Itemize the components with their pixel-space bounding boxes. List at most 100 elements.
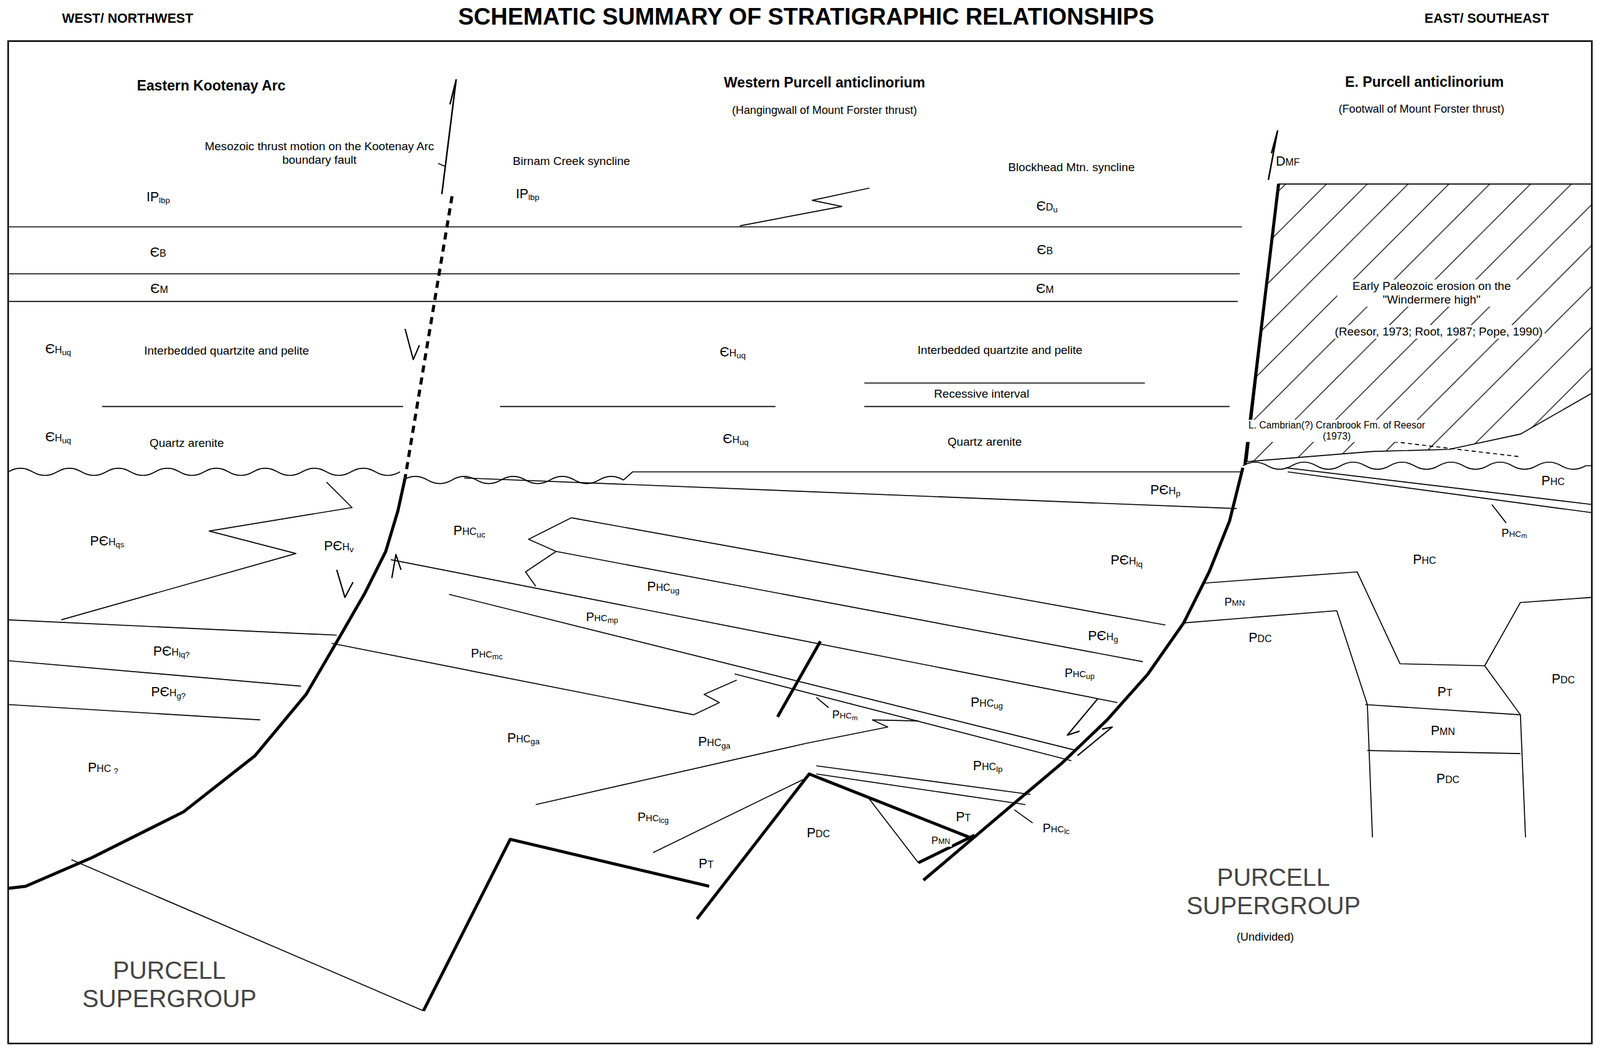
unit-symbol: PDC bbox=[1246, 630, 1274, 646]
symbol-part: H bbox=[732, 433, 740, 445]
unit-symbol: DMF bbox=[1273, 153, 1302, 170]
symbol-part: MF bbox=[1285, 156, 1300, 168]
unit-symbol: IPlbp bbox=[513, 186, 541, 202]
unit-symbol: ЄHuq bbox=[43, 428, 73, 445]
annotation: Mesozoic thrust motion on the Kootenay A… bbox=[200, 139, 439, 167]
unit-symbol: ЄM bbox=[148, 281, 170, 297]
symbol-part: B bbox=[1046, 244, 1053, 256]
symbol-part: ug bbox=[993, 700, 1004, 711]
symbol-part: MN bbox=[938, 837, 951, 847]
symbol-part: MN bbox=[1232, 598, 1245, 608]
symbol-part: mp bbox=[607, 615, 618, 624]
facies-zigzag bbox=[739, 188, 870, 226]
symbol-part: P bbox=[507, 729, 516, 745]
annotation: Interbedded quartzite and pelite bbox=[142, 344, 311, 358]
symbol-part: uq bbox=[62, 435, 72, 445]
symbol-part: P bbox=[931, 835, 939, 847]
fault-line bbox=[404, 196, 452, 479]
unit-symbol: PMN bbox=[929, 835, 952, 847]
symbol-part: up bbox=[1086, 671, 1095, 680]
symbol-part: HC bbox=[707, 736, 722, 748]
strata-line bbox=[331, 477, 1237, 853]
symbol-part: HC bbox=[1421, 553, 1436, 565]
diagram-title: SCHEMATIC SUMMARY OF STRATIGRAPHIC RELAT… bbox=[456, 3, 1156, 31]
symbol-part: PЄ bbox=[1110, 552, 1130, 568]
symbol-part: lq bbox=[1136, 558, 1143, 568]
fault-line bbox=[8, 477, 405, 888]
symbol-part: ga bbox=[721, 740, 731, 750]
symbol-part: HC bbox=[1508, 528, 1522, 538]
symbol-part: DC bbox=[1444, 773, 1460, 785]
symbol-part: P bbox=[1064, 665, 1073, 679]
unit-symbol: ЄB bbox=[148, 244, 168, 260]
frame bbox=[8, 41, 1592, 1044]
symbol-part: HC bbox=[594, 611, 608, 623]
annotation: PURCELL SUPERGROUP bbox=[1154, 863, 1392, 920]
fault-line bbox=[923, 184, 1279, 880]
symbol-part: P bbox=[970, 693, 980, 709]
symbol-part: P bbox=[1042, 820, 1051, 834]
symbol-part: Є bbox=[720, 344, 730, 360]
symbol-part: P bbox=[647, 578, 656, 594]
strata-line bbox=[8, 227, 1242, 302]
unit-symbol: PHCug bbox=[645, 579, 682, 595]
unit-symbol: PHC ? bbox=[86, 760, 121, 776]
unit-symbol: PHCm bbox=[830, 707, 860, 721]
symbol-part: g? bbox=[176, 690, 186, 700]
unit-symbol: PT bbox=[696, 855, 716, 871]
strata-line bbox=[1183, 467, 1592, 837]
symbol-part: Є bbox=[1036, 198, 1047, 214]
symbol-part: lbp bbox=[528, 192, 540, 202]
symbol-part: Є bbox=[150, 280, 160, 296]
symbol-part: lcg bbox=[659, 815, 669, 824]
symbol-part: H bbox=[171, 646, 180, 658]
symbol-part: P bbox=[972, 756, 982, 773]
symbol-part: H bbox=[1168, 484, 1176, 496]
symbol-part: H bbox=[342, 540, 350, 552]
symbol-part: HC bbox=[1550, 475, 1565, 487]
unit-symbol: PHClc bbox=[1040, 820, 1072, 835]
symbol-part: PЄ bbox=[323, 537, 343, 554]
symbol-part: lp bbox=[996, 764, 1003, 774]
symbol-part: HC bbox=[96, 762, 114, 774]
symbol-part: P bbox=[1248, 629, 1258, 645]
annotation: Quartz arenite bbox=[147, 436, 226, 450]
symbol-part: PЄ bbox=[153, 643, 172, 659]
symbol-part: P bbox=[637, 809, 646, 823]
symbol-part: mc bbox=[492, 652, 503, 661]
symbol-part: Є bbox=[150, 243, 160, 260]
symbol-part: M bbox=[160, 283, 168, 295]
annotation: E. Purcell anticlinorium bbox=[1343, 73, 1506, 90]
annotation: EAST/ SOUTHEAST bbox=[1422, 10, 1551, 26]
fault-line bbox=[423, 641, 975, 1011]
unconformity bbox=[403, 471, 1242, 484]
unit-symbol: PDC bbox=[804, 825, 832, 841]
symbol-part: H bbox=[1106, 630, 1114, 642]
symbol-part: P bbox=[698, 854, 708, 871]
symbol-part: HC bbox=[1051, 822, 1065, 834]
symbol-part: M bbox=[1045, 283, 1054, 295]
leader-line bbox=[433, 161, 1507, 823]
symbol-part: P bbox=[1551, 670, 1560, 686]
symbol-part: P bbox=[806, 824, 816, 840]
symbol-part: p bbox=[1176, 488, 1181, 498]
unit-symbol: PЄHlq? bbox=[151, 643, 192, 660]
annotation: L. Cambrian(?) Cranbrook Fm. of Reesor (… bbox=[1242, 419, 1431, 442]
unit-symbol: ЄHuq bbox=[721, 431, 751, 447]
unit-symbol: PHCup bbox=[1062, 665, 1097, 680]
symbol-part: PЄ bbox=[1088, 627, 1107, 644]
symbol-part: PЄ bbox=[89, 532, 109, 548]
unit-symbol: ЄB bbox=[1035, 242, 1055, 258]
annotation: (Reesor, 1973; Root, 1987; Pope, 1990) bbox=[1332, 324, 1545, 339]
symbol-part: m bbox=[851, 713, 858, 721]
unit-symbol: ЄHuq bbox=[43, 341, 73, 357]
unit-symbol: PHCmc bbox=[468, 646, 504, 661]
unit-symbol: PЄHp bbox=[1148, 482, 1183, 498]
unit-symbol: PHCga bbox=[505, 729, 542, 746]
symbol-part: P bbox=[832, 707, 840, 720]
symbol-part: P bbox=[470, 646, 479, 660]
symbol-part: P bbox=[1412, 550, 1422, 567]
unit-symbol: PЄHqs bbox=[88, 532, 127, 549]
symbol-part: P bbox=[1501, 525, 1509, 539]
